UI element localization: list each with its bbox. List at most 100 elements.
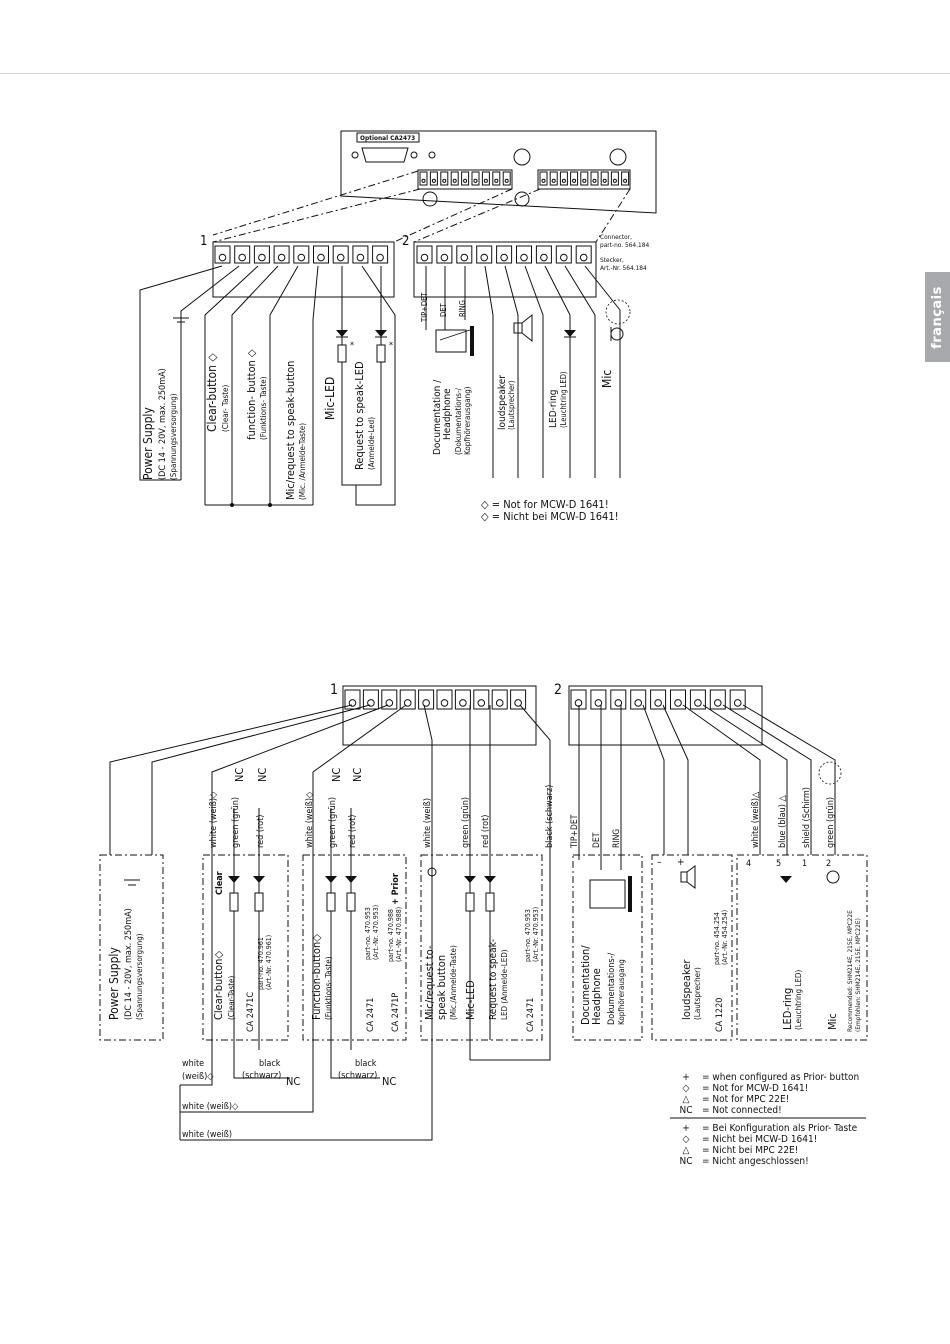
svg-text:NC: NC — [330, 768, 343, 782]
svg-text:–: – — [657, 857, 662, 868]
top-block-1-pin — [313, 245, 329, 264]
svg-text:(Mic./Anmelde-Taste): (Mic./Anmelde-Taste) — [449, 945, 458, 1020]
svg-text:Stecker,: Stecker, — [600, 256, 624, 264]
svg-text:Art.-Nr. 564.184: Art.-Nr. 564.184 — [600, 264, 647, 272]
bottom-connector-2-number: 2 — [554, 682, 562, 698]
panel-terminal-1-screw — [463, 178, 468, 183]
request-led-icon — [484, 876, 496, 883]
svg-text:NC: NC — [286, 1075, 300, 1088]
svg-text:red (rot): red (rot) — [348, 815, 358, 848]
top-block-1-screw — [218, 253, 227, 262]
bottom-label-mic-request: Mic/request to- speak button (Mic./Anmel… — [423, 907, 540, 1032]
top-block-1-pin — [273, 245, 290, 264]
led-ring-icon — [780, 876, 792, 883]
bottom-legend: += when configured as Prior- button◇= No… — [670, 1072, 866, 1167]
top-terminal-block-2 — [413, 241, 597, 298]
svg-text:DET: DET — [592, 832, 602, 848]
led-ring-icon — [564, 330, 576, 337]
bottom-wire-labels: white (weiß)◇ green (grün) NC red (rot) … — [209, 768, 836, 869]
svg-text:Dokumentations-/: Dokumentations-/ — [607, 952, 617, 1025]
bottom-block-2-pin — [610, 689, 627, 710]
svg-text:shield (Schirm): shield (Schirm) — [802, 787, 812, 848]
top-block-1-pin — [253, 245, 270, 264]
loudspeaker-icon — [513, 322, 523, 334]
panel-terminal-2-pin — [600, 171, 609, 186]
top-block-2-screw — [560, 253, 568, 262]
panel-terminal-1-pin — [481, 171, 490, 186]
panel-terminal-1-screw — [504, 178, 509, 183]
legend-text: = when configured as Prior- button — [702, 1072, 859, 1083]
legend-text: = Bei Konfiguration als Prior- Taste — [702, 1123, 858, 1134]
mic-led-resistor-icon — [337, 344, 347, 363]
svg-text:loudspeaker: loudspeaker — [497, 375, 508, 430]
svg-text:*: * — [350, 341, 354, 351]
svg-text:(DC 14 - 20V, max. 250mA): (DC 14 - 20V, max. 250mA) — [124, 908, 134, 1020]
panel-terminal-2-screw — [572, 178, 577, 183]
top-block-1-pin — [372, 245, 389, 264]
panel-terminal-1-screw — [494, 178, 499, 183]
svg-text:black: black — [355, 1059, 377, 1069]
panel-terminal-1-pin — [492, 171, 501, 186]
top-block-2-pin — [436, 245, 453, 264]
legend-symbol: △ — [683, 1145, 690, 1156]
panel-terminal-2-pin — [580, 171, 589, 186]
svg-text:Mic: Mic — [600, 370, 614, 388]
svg-text:Mic: Mic — [826, 1013, 839, 1030]
bottom-block-1-pin — [491, 689, 508, 710]
panel-terminal-1-screw — [452, 178, 457, 183]
panel-terminal-2-pin — [559, 171, 568, 186]
documentation-box — [572, 854, 643, 1041]
bottom-block-2-pin — [590, 689, 607, 710]
panel-terminal-1-pin — [419, 171, 428, 186]
svg-text:green (grün): green (grün) — [328, 797, 338, 848]
svg-text:(Leuchtring LED): (Leuchtring LED) — [794, 970, 803, 1030]
top-block-2-screw — [460, 253, 469, 262]
svg-text:2: 2 — [826, 859, 831, 869]
bottom-block-1-screw — [348, 699, 357, 707]
svg-text:part-no. 564.184: part-no. 564.184 — [600, 241, 649, 249]
svg-text:part-no. 454.254: part-no. 454.254 — [713, 912, 721, 965]
svg-text:(Funktions- Taste): (Funktions- Taste) — [324, 956, 333, 1020]
bottom-block-2-screw — [714, 699, 722, 707]
top-block-2-screw — [540, 253, 548, 262]
top-label-loudspeaker: loudspeaker (Lautsprecher) — [497, 375, 516, 430]
panel-terminal-2-screw — [612, 178, 617, 183]
svg-text:LED (Anmelde-LED): LED (Anmelde-LED) — [500, 949, 509, 1020]
svg-text:green (grün): green (grün) — [826, 797, 836, 848]
svg-text:Mic-LED: Mic-LED — [323, 377, 337, 420]
svg-text:(Art.-Nr. 470.953): (Art.-Nr. 470.953) — [372, 905, 380, 960]
bottom-block-2-pin — [630, 689, 647, 710]
svg-text:Kopfhörerausgang: Kopfhörerausgang — [617, 959, 626, 1025]
mic-led-icon — [336, 330, 348, 337]
top-label-led-ring: LED-ring (Leuchtring LED) — [548, 371, 568, 428]
bottom-block-1-pin — [399, 689, 416, 710]
panel-terminal-2-pin — [549, 171, 558, 186]
svg-text:Mic/request to speak-button: Mic/request to speak-button — [284, 361, 297, 500]
panel-terminal-2-pin — [570, 171, 579, 186]
top-block-1-pin — [332, 245, 349, 264]
top-block-2-pin — [496, 245, 513, 264]
sub-d-connector-icon — [361, 147, 409, 163]
svg-text:(Spannungsversorgung): (Spannungsversorgung) — [135, 933, 144, 1020]
svg-text:(Dokumentations-/: (Dokumentations-/ — [454, 387, 463, 455]
top-label-request-led: Request to speak-LED (Anmelde-Led) — [353, 361, 376, 470]
svg-text:(Art.-Nr. 470.988): (Art.-Nr. 470.988) — [395, 907, 403, 962]
bottom-wires-2 — [578, 704, 842, 912]
bottom-block-2-pin — [689, 689, 706, 710]
top-block-1-screw — [336, 253, 345, 262]
language-tab[interactable]: français — [925, 272, 950, 362]
svg-text:RING: RING — [612, 829, 622, 848]
svg-text:CA 2471: CA 2471 — [366, 998, 376, 1032]
function-led-red-icon — [345, 876, 357, 883]
bottom-wires-1 — [109, 704, 551, 1141]
svg-text:black (schwarz): black (schwarz) — [545, 785, 555, 848]
bottom-block-2-pin — [650, 689, 667, 710]
svg-text:white (weiß)△: white (weiß)△ — [751, 791, 761, 848]
top-label-function: function- button ◇ (Funktions- Taste) — [245, 349, 268, 440]
panel-terminal-1-pin — [461, 171, 470, 186]
panel-terminal-2-pin — [539, 171, 548, 186]
svg-text:+: + — [677, 857, 685, 868]
panel-terminal-2-screw — [582, 178, 587, 183]
svg-text:*: * — [389, 341, 393, 351]
